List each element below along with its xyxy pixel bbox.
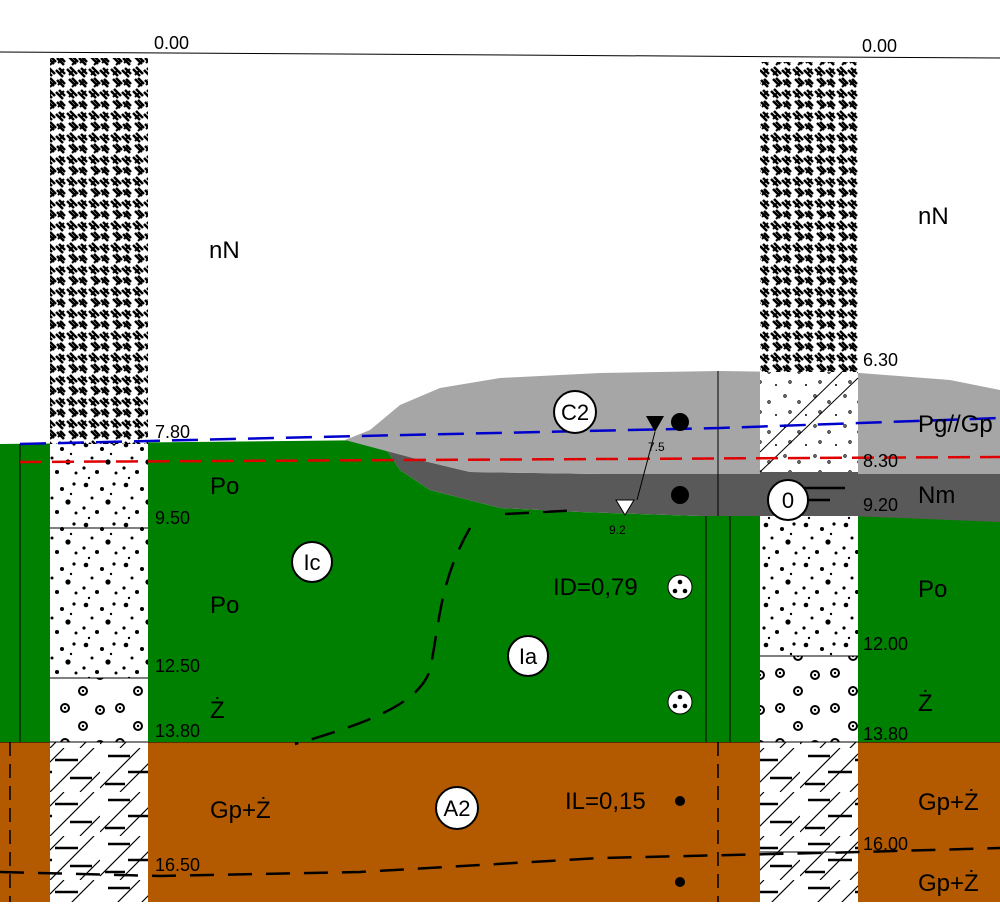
left-depth-1: 7.80 bbox=[155, 422, 190, 442]
sand-dots-pattern bbox=[50, 444, 148, 678]
dot-marker bbox=[671, 413, 689, 431]
hatch-fill-pattern bbox=[50, 58, 148, 444]
liquidity-index-label: IL=0,15 bbox=[565, 788, 646, 815]
ground-surface bbox=[0, 51, 1000, 59]
density-index-label: ID=0,79 bbox=[553, 574, 638, 601]
borehole-right bbox=[759, 62, 859, 902]
svg-text:0: 0 bbox=[782, 488, 794, 513]
gravel-pattern bbox=[50, 678, 148, 742]
zone-a2: A2 bbox=[435, 786, 479, 830]
svg-text:C2: C2 bbox=[561, 400, 589, 425]
soil-sample-icon bbox=[667, 574, 693, 600]
left-labels: 0.00 7.80 9.50 12.50 13.80 16.50 nN Po P… bbox=[154, 33, 271, 875]
right-depth-1: 6.30 bbox=[863, 350, 898, 370]
right-depth-6: 16.00 bbox=[863, 834, 908, 854]
clay-boundary bbox=[0, 846, 1000, 878]
triangle-water-marker-open bbox=[615, 499, 635, 516]
right-layer-2: Pg//Gp bbox=[918, 411, 993, 438]
groundwater-line-blue bbox=[19, 416, 1000, 446]
zone-0: 0 bbox=[767, 479, 809, 521]
water-encountered-label: 9.2 bbox=[609, 523, 626, 537]
sample-markers bbox=[667, 413, 693, 887]
zone-boundary-ia bbox=[294, 508, 581, 746]
right-layer-5: Ż bbox=[918, 690, 933, 717]
left-layer-5: Gp+Ż bbox=[210, 797, 271, 824]
left-layer-4: Ż bbox=[210, 697, 225, 724]
right-top-depth: 0.00 bbox=[862, 36, 897, 56]
left-depth-4: 13.80 bbox=[155, 721, 200, 741]
reference-line-red bbox=[19, 455, 1000, 464]
zone-ic: Ic bbox=[291, 541, 333, 583]
svg-text:Ic: Ic bbox=[303, 550, 320, 575]
left-layer-2: Po bbox=[210, 473, 239, 500]
svg-text:A2: A2 bbox=[444, 796, 471, 821]
right-layer-1: nN bbox=[918, 203, 949, 230]
water-stabilized-label: 7.5 bbox=[648, 440, 665, 454]
triangle-water-marker bbox=[646, 416, 664, 432]
right-labels: 0.00 6.30 8.30 9.20 12.00 13.80 16.00 nN… bbox=[862, 36, 993, 897]
left-top-depth: 0.00 bbox=[154, 33, 189, 53]
svg-text:Ia: Ia bbox=[519, 644, 538, 669]
left-depth-2: 9.50 bbox=[155, 508, 190, 528]
soil-sample-icon bbox=[667, 689, 693, 715]
right-depth-5: 13.80 bbox=[863, 724, 908, 744]
zone-ia: Ia bbox=[507, 635, 549, 677]
left-depth-3: 12.50 bbox=[155, 656, 200, 676]
clay-dash-pattern bbox=[50, 742, 148, 902]
right-layer-3: Nm bbox=[918, 482, 955, 509]
right-depth-3: 9.20 bbox=[863, 495, 898, 515]
left-depth-5: 16.50 bbox=[155, 855, 200, 875]
right-depth-4: 12.00 bbox=[863, 634, 908, 654]
right-layer-6: Gp+Ż bbox=[918, 789, 979, 816]
right-depth-2: 8.30 bbox=[863, 451, 898, 471]
left-layer-3: Po bbox=[210, 592, 239, 619]
right-layer-4: Po bbox=[918, 576, 947, 603]
borehole-left bbox=[50, 58, 148, 902]
right-layer-7: Gp+Ż bbox=[918, 870, 979, 897]
sand-layer bbox=[0, 440, 1000, 742]
left-layer-1: nN bbox=[209, 237, 240, 264]
water-markers: 7.5 9.2 bbox=[609, 416, 665, 537]
zone-c2: C2 bbox=[553, 390, 597, 434]
